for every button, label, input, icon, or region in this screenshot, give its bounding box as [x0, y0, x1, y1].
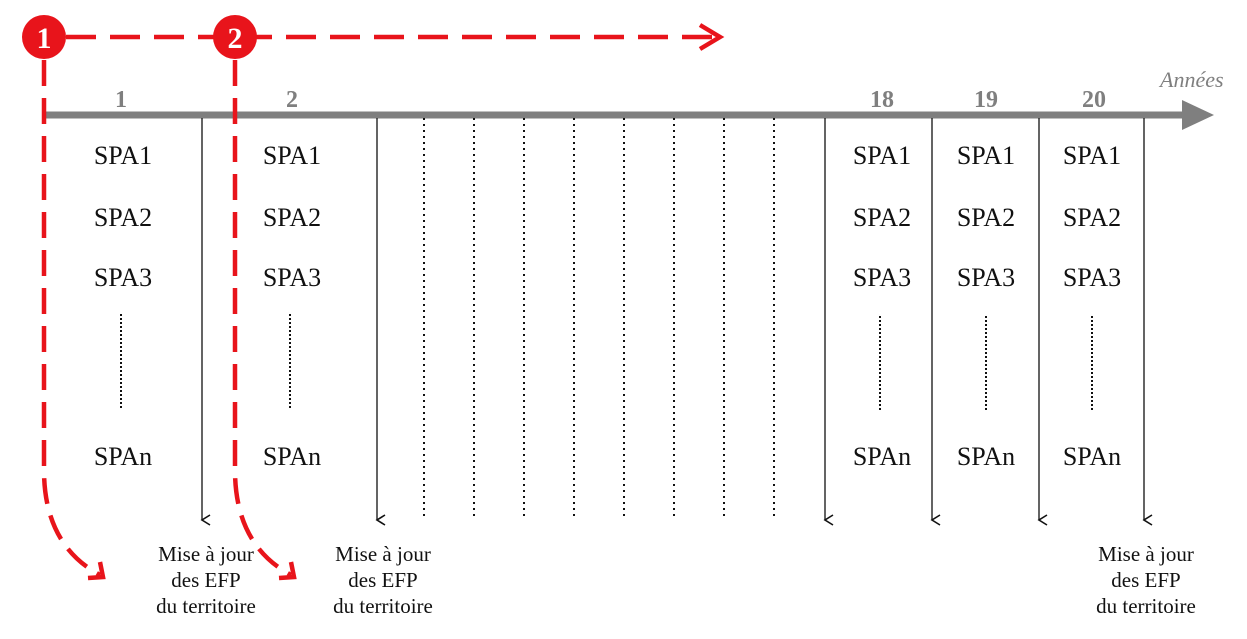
year-labels: 1 2 18 19 20 [115, 87, 1106, 113]
step-badge-2: 2 [213, 15, 257, 59]
spa-label: SPA1 [94, 141, 152, 170]
year-label-19: 19 [974, 87, 998, 113]
spa-column-year-1: SPA1 SPA2 SPA3 SPAn [94, 141, 152, 471]
spa-label: SPA2 [853, 203, 911, 232]
spa-label: SPA1 [1063, 141, 1121, 170]
update-caption-year-1: Mise à jour des EFP du territoire [156, 542, 256, 618]
spa-label: SPA2 [94, 203, 152, 232]
horizontal-arrowhead [698, 23, 725, 51]
update-line: du territoire [156, 594, 256, 618]
spa-label: SPA3 [957, 263, 1015, 292]
spa-label: SPAn [263, 442, 321, 471]
spa-label: SPA3 [853, 263, 911, 292]
badge-number: 2 [228, 22, 243, 55]
spa-column-year-20: SPA1 SPA2 SPA3 SPAn [1063, 141, 1121, 471]
spa-label: SPA3 [263, 263, 321, 292]
step1-dashed-arrow [41, 60, 102, 577]
update-caption-year-20: Mise à jour des EFP du territoire [1096, 542, 1196, 618]
step-badge-1: 1 [22, 15, 66, 59]
update-line: du territoire [1096, 594, 1196, 618]
time-axis: Années [44, 67, 1224, 130]
spa-label: SPA2 [1063, 203, 1121, 232]
spa-label: SPA3 [1063, 263, 1121, 292]
update-line: Mise à jour [158, 542, 254, 566]
update-line: Mise à jour [335, 542, 431, 566]
badge-circle [22, 15, 66, 59]
spa-label: SPAn [94, 442, 152, 471]
year-label-1: 1 [115, 87, 127, 113]
spa-column-year-19: SPA1 SPA2 SPA3 SPAn [957, 141, 1015, 471]
spa-label: SPA2 [263, 203, 321, 232]
update-line: du territoire [333, 594, 433, 618]
step2-arrowhead [278, 561, 297, 581]
year-separators [200, 118, 1153, 526]
update-line: Mise à jour [1098, 542, 1194, 566]
spa-label: SPA3 [94, 263, 152, 292]
spa-label: SPAn [853, 442, 911, 471]
process-arrows [41, 23, 725, 581]
spa-label: SPA1 [263, 141, 321, 170]
spa-column-year-2: SPA1 SPA2 SPA3 SPAn [263, 141, 321, 471]
spa-label: SPA1 [853, 141, 911, 170]
step1-arrowhead [87, 561, 106, 581]
update-line: des EFP [171, 568, 240, 592]
update-caption-year-2: Mise à jour des EFP du territoire [333, 542, 433, 618]
badge-number: 1 [37, 22, 52, 55]
step2-dashed-arrow [232, 60, 293, 577]
update-line: des EFP [348, 568, 417, 592]
year-label-20: 20 [1082, 87, 1106, 113]
badge-circle [213, 15, 257, 59]
spa-label: SPA1 [957, 141, 1015, 170]
intermediate-years [423, 118, 775, 520]
year-label-18: 18 [870, 87, 894, 113]
spa-label: SPAn [1063, 442, 1121, 471]
spa-column-year-18: SPA1 SPA2 SPA3 SPAn [853, 141, 911, 471]
spa-label: SPAn [957, 442, 1015, 471]
axis-arrowhead [1182, 100, 1214, 130]
axis-label-annees: Années [1158, 67, 1224, 92]
year-label-2: 2 [286, 87, 298, 113]
spa-label: SPA2 [957, 203, 1015, 232]
update-line: des EFP [1111, 568, 1180, 592]
